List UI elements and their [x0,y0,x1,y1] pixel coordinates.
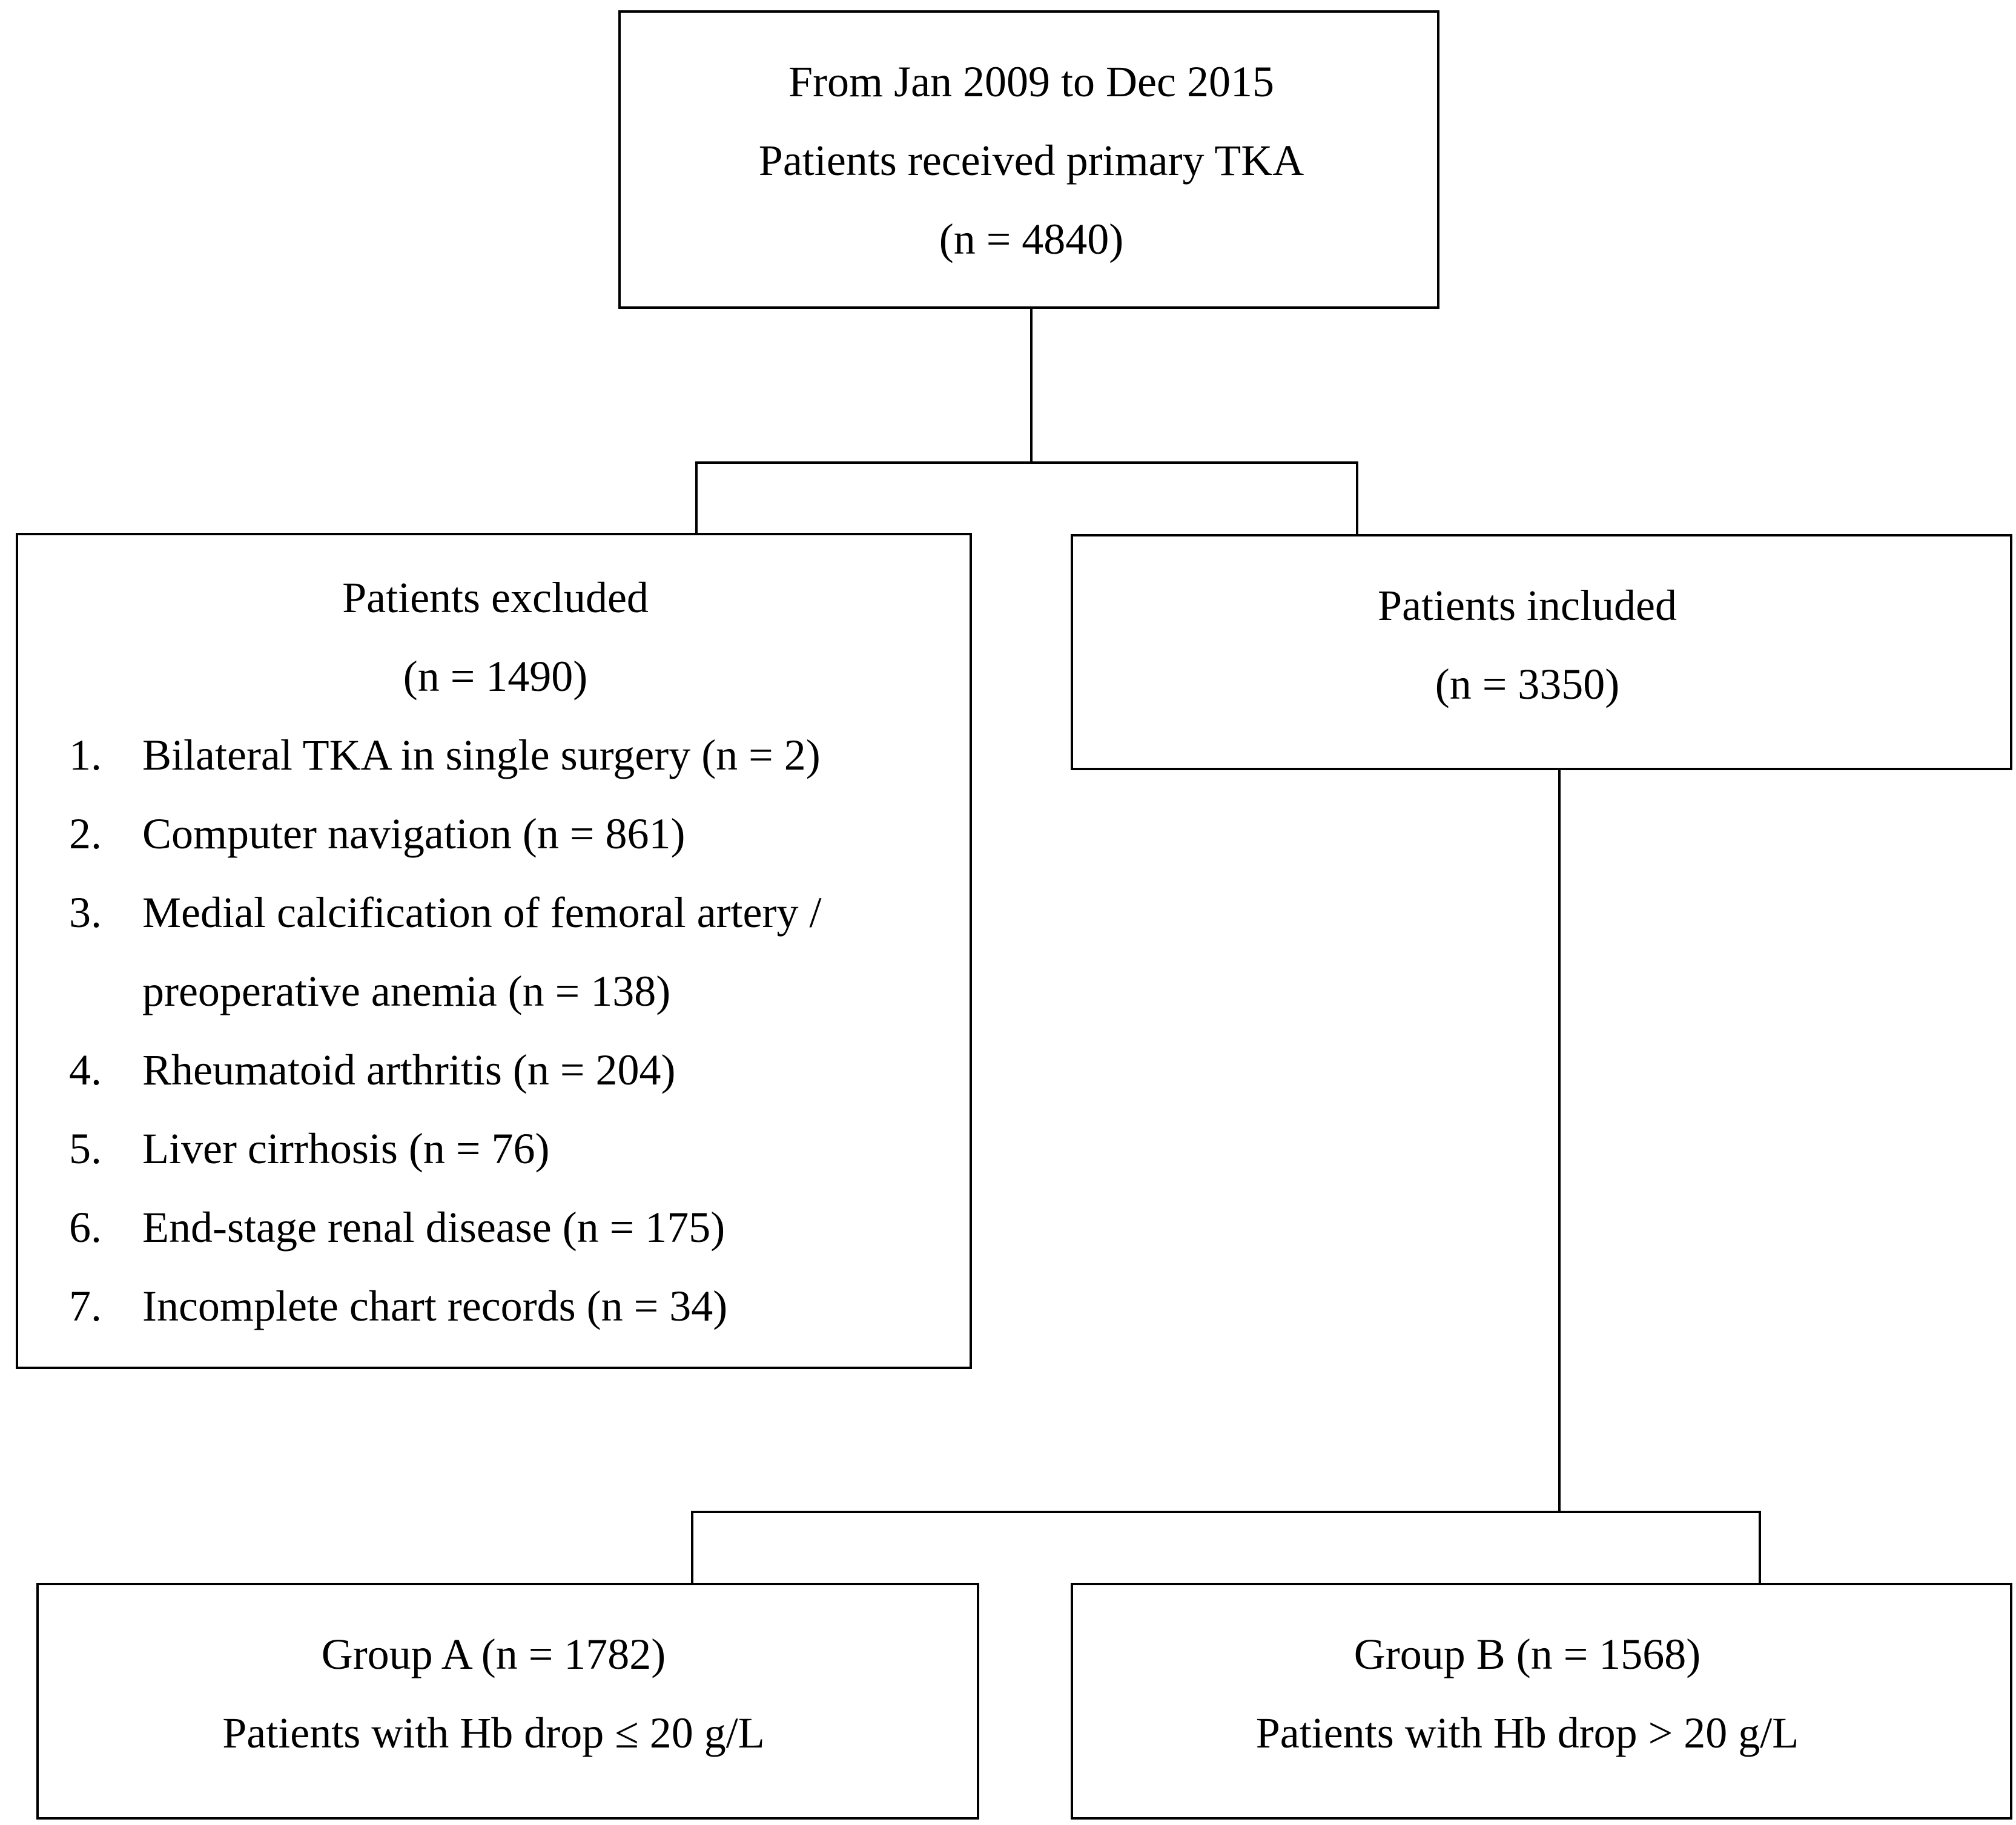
top-box-count: (n = 4840) [939,215,1124,263]
exclusion-item-2-text: Computer navigation (n = 861) [142,810,686,858]
included-box: Patients included (n = 3350) [1071,534,2012,770]
exclusion-item-6-number: 6. [69,1203,102,1252]
exclusion-item-4-text: Rheumatoid arthritis (n = 204) [142,1046,676,1094]
group-b-description: Patients with Hb drop > 20 g/L [1255,1709,1799,1757]
exclusion-item-3-text: Medial calcification of femoral artery / [142,888,822,937]
top-box-start: From Jan 2009 to Dec 2015 Patients recei… [618,10,1439,309]
exclusion-item-3-text-continued: preoperative anemia (n = 138) [142,967,671,1015]
connector-to-excluded [695,461,698,535]
group-a-box: Group A (n = 1782) Patients with Hb drop… [36,1583,979,1820]
exclusion-item-7-text: Incomplete chart records (n = 34) [142,1282,728,1330]
group-b-title: Group B (n = 1568) [1353,1630,1701,1678]
group-a-description: Patients with Hb drop ≤ 20 g/L [222,1709,765,1757]
top-box-line2: Patients received primary TKA [758,136,1304,185]
group-a-title: Group A (n = 1782) [321,1630,666,1678]
included-count: (n = 3350) [1435,660,1620,708]
connector-groups-horizontal [691,1511,1761,1513]
excluded-count: (n = 1490) [403,652,588,701]
exclusion-item-5-number: 5. [69,1124,102,1173]
connector-included-down [1558,767,1561,1513]
exclusion-item-7-number: 7. [69,1282,102,1330]
exclusion-item-5-text: Liver cirrhosis (n = 76) [142,1124,550,1173]
exclusion-item-1-number: 1. [69,731,102,779]
exclusion-item-3-number: 3. [69,888,102,937]
excluded-box: Patients excluded (n = 1490) 1. Bilatera… [16,533,972,1369]
exclusion-item-4-number: 4. [69,1046,102,1094]
connector-to-included [1356,461,1358,535]
connector-top-down [1030,308,1033,464]
included-title: Patients included [1378,581,1677,630]
connector-split-horizontal [695,461,1358,464]
excluded-title: Patients excluded [342,573,649,622]
group-b-box: Group B (n = 1568) Patients with Hb drop… [1071,1583,2012,1820]
exclusion-item-1-text: Bilateral TKA in single surgery (n = 2) [142,731,821,779]
connector-to-group-a [691,1511,693,1585]
exclusion-item-2-number: 2. [69,810,102,858]
connector-to-group-b [1759,1511,1761,1585]
exclusion-item-6-text: End-stage renal disease (n = 175) [142,1203,725,1252]
top-box-line1: From Jan 2009 to Dec 2015 [788,58,1274,106]
